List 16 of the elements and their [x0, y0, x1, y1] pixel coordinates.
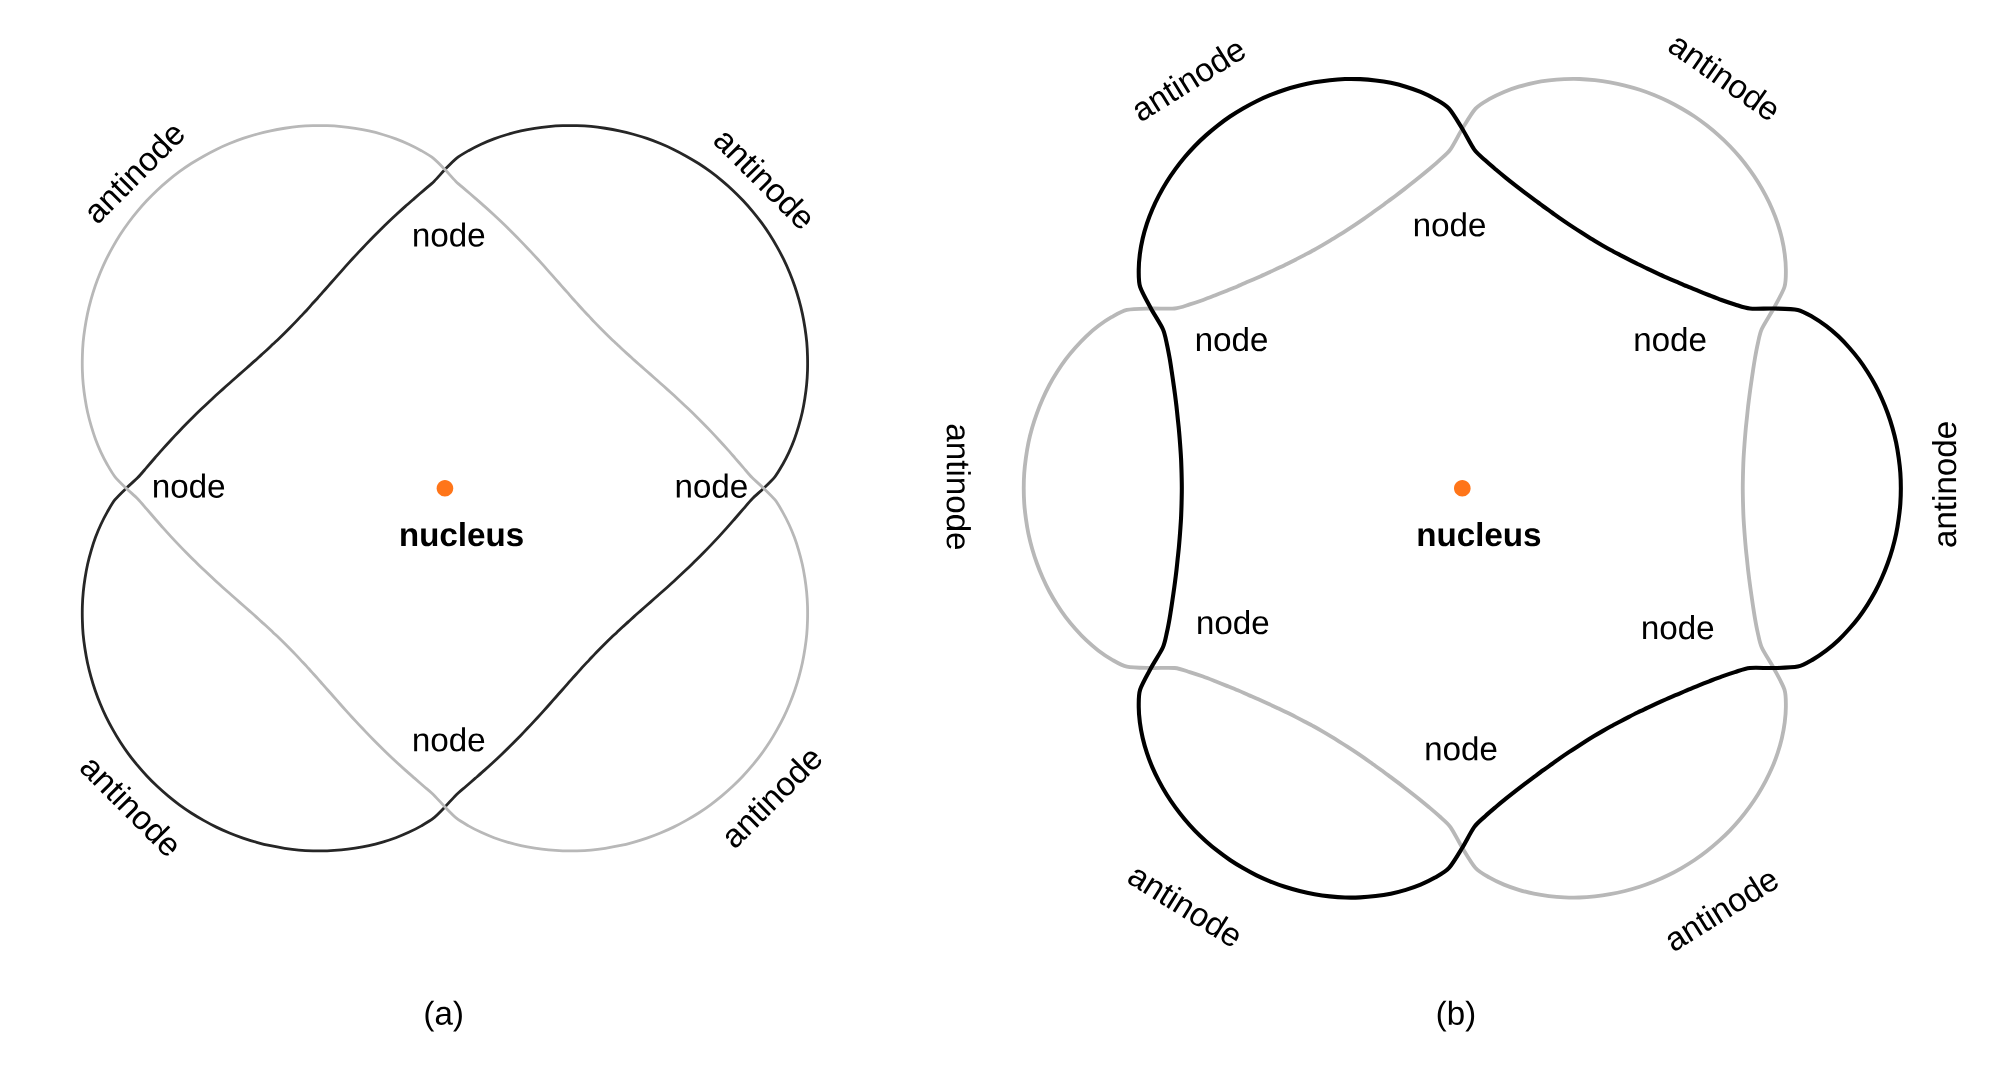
- text-label: (a): [425, 1000, 462, 1032]
- text-label: node: [1414, 212, 1485, 237]
- text-label: (b): [1437, 1000, 1475, 1032]
- text-label: node: [1643, 615, 1714, 640]
- text-label: node: [1196, 327, 1267, 352]
- text-label: node: [1198, 610, 1269, 635]
- text-label: node: [1635, 327, 1706, 352]
- text-label: node: [414, 222, 485, 247]
- text-label: node: [154, 473, 225, 499]
- text-label: node: [414, 727, 485, 752]
- text-label: antinode: [1932, 422, 1957, 547]
- text-label: antinode: [946, 425, 971, 550]
- text-label: nucleus: [401, 522, 523, 547]
- text-label: node: [1426, 736, 1497, 761]
- text-label: node: [676, 473, 747, 499]
- text-label: nucleus: [1418, 522, 1541, 547]
